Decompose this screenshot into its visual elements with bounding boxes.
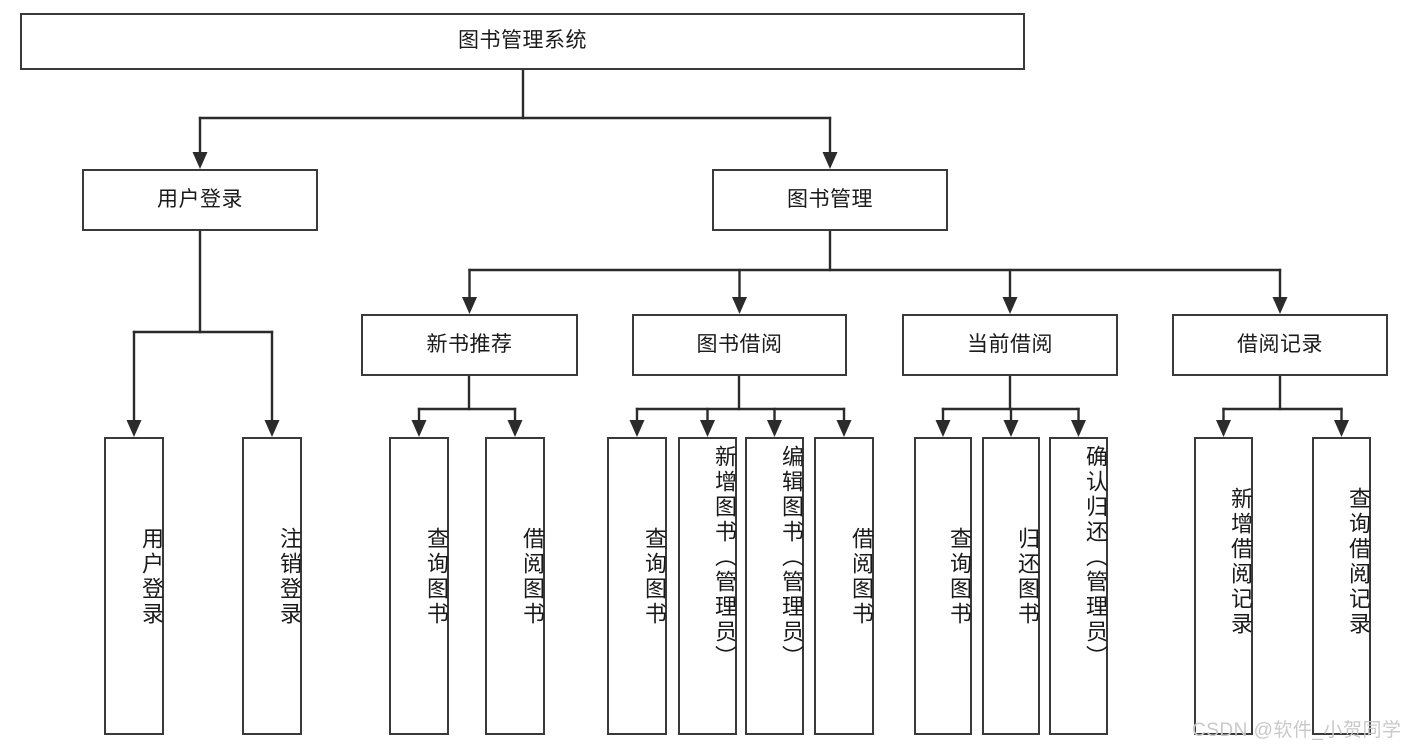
- node-label: 确认归还（管理员）: [1083, 445, 1108, 670]
- node-records[interactable]: 借阅记录: [1172, 314, 1388, 376]
- node-leaf-new-2[interactable]: 借阅图书: [485, 437, 545, 735]
- node-label: 注销登录: [277, 527, 302, 627]
- node-label: 查询图书: [947, 527, 972, 627]
- node-label: 查询图书: [642, 527, 667, 627]
- node-label: 当前借阅: [967, 332, 1053, 356]
- arrow-to-login-head: [192, 152, 208, 169]
- arrow-to-leaf-cur-2-head: [1003, 420, 1019, 437]
- node-bookmgmt[interactable]: 图书管理: [712, 169, 948, 231]
- arrow-to-leaf-rec-1-head: [1216, 420, 1231, 437]
- node-leaf-login-1[interactable]: 用户登录: [104, 437, 164, 735]
- arrow-to-newbook-head: [462, 297, 477, 314]
- node-label: 图书借阅: [696, 332, 783, 356]
- node-leaf-bor-4[interactable]: 借阅图书: [814, 437, 874, 735]
- node-leaf-rec-1[interactable]: 新增借阅记录: [1194, 437, 1253, 735]
- node-label: 用户登录: [157, 187, 243, 211]
- arrow-to-leaf-bor-3-head: [767, 420, 782, 437]
- arrow-to-leaf-cur-3-head: [1071, 420, 1086, 437]
- node-login[interactable]: 用户登录: [82, 169, 318, 231]
- node-leaf-rec-2[interactable]: 查询借阅记录: [1312, 437, 1371, 735]
- arrow-to-leaf-bor-2-head: [700, 420, 715, 437]
- node-leaf-bor-1[interactable]: 查询图书: [607, 437, 667, 735]
- arrow-to-leaf-bor-1-head: [629, 420, 645, 437]
- arrow-to-leaf-new-2-head: [507, 420, 523, 437]
- node-label: 借阅图书: [520, 527, 545, 627]
- node-leaf-new-1[interactable]: 查询图书: [389, 437, 449, 735]
- arrow-to-leaf-login-2-head: [264, 420, 280, 437]
- node-label: 新增图书（管理员）: [712, 445, 737, 670]
- node-label: 新书推荐: [426, 332, 513, 356]
- node-label: 查询图书: [424, 527, 449, 627]
- arrow-to-leaf-new-1-head: [411, 420, 427, 437]
- arrow-to-current-head: [1002, 297, 1018, 314]
- arrow-to-leaf-cur-1-head: [935, 420, 951, 437]
- arrow-to-borrow-head: [732, 297, 747, 314]
- node-leaf-login-2[interactable]: 注销登录: [242, 437, 302, 735]
- node-label: 归还图书: [1015, 527, 1040, 627]
- node-label: 编辑图书（管理员）: [779, 445, 804, 670]
- node-label: 借阅图书: [849, 527, 874, 627]
- arrow-to-bookmgmt-head: [822, 152, 838, 169]
- node-leaf-cur-1[interactable]: 查询图书: [914, 437, 972, 735]
- arrow-to-records-head: [1272, 297, 1288, 314]
- node-leaf-bor-3[interactable]: 编辑图书（管理员）: [745, 437, 804, 735]
- arrow-to-leaf-bor-4-head: [836, 420, 852, 437]
- node-root[interactable]: 图书管理系统: [20, 13, 1025, 70]
- node-leaf-cur-3[interactable]: 确认归还（管理员）: [1049, 437, 1108, 735]
- arrow-to-leaf-login-1-head: [126, 420, 142, 437]
- node-label: 借阅记录: [1237, 332, 1323, 356]
- node-leaf-bor-2[interactable]: 新增图书（管理员）: [678, 437, 737, 735]
- node-label: 图书管理: [787, 187, 873, 211]
- node-label: 新增借阅记录: [1228, 487, 1253, 637]
- arrow-to-leaf-rec-2-head: [1334, 420, 1349, 437]
- node-label: 用户登录: [139, 527, 164, 627]
- node-label: 查询借阅记录: [1346, 487, 1371, 637]
- node-borrow[interactable]: 图书借阅: [632, 314, 847, 376]
- node-current[interactable]: 当前借阅: [902, 314, 1118, 376]
- node-leaf-cur-2[interactable]: 归还图书: [982, 437, 1040, 735]
- node-newbook[interactable]: 新书推荐: [361, 314, 578, 376]
- node-label: 图书管理系统: [458, 29, 587, 53]
